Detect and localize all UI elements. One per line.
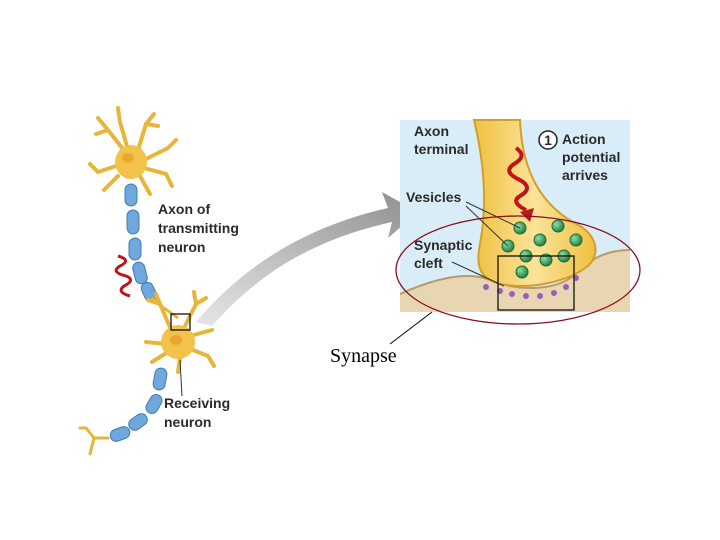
step-badge: 1 (538, 130, 558, 150)
synapse-highlight-box (170, 313, 191, 331)
action-potential-arrow (507, 146, 529, 212)
synaptic-cleft-label-2: cleft (414, 255, 443, 271)
action-potential-label-1: Action (562, 131, 606, 147)
action-potential-label-3: arrives (562, 167, 608, 183)
receiving-axon-ending (78, 426, 110, 456)
receiving-axon-myelin (109, 367, 168, 442)
axon-transmitting-label-1: Axon of (158, 201, 210, 217)
axon-terminal-label-1: Axon (414, 123, 449, 139)
action-potential-label-2: potential (562, 149, 620, 165)
nerve-impulse-squiggle (114, 254, 132, 298)
synapse-pointer-line (389, 311, 433, 345)
action-potential-arrowhead (520, 208, 534, 222)
receiving-nucleus (170, 335, 182, 345)
step-number: 1 (544, 132, 552, 148)
synaptic-cleft-label-1: Synaptic (414, 237, 473, 253)
receiving-neuron-label-2: neuron (164, 414, 211, 430)
vesicles-label: Vesicles (406, 189, 461, 205)
receiving-neuron-label-1: Receiving (164, 395, 230, 411)
synapse-label: Synapse (330, 345, 397, 367)
axon-transmitting-label-3: neuron (158, 239, 205, 255)
magnify-arrow (196, 192, 418, 326)
transmitting-neuron-dendrites (88, 106, 178, 196)
axon-terminal-label-2: terminal (414, 141, 468, 157)
postsynaptic-membrane (400, 250, 630, 312)
transmitting-neuron (88, 106, 179, 320)
axon-transmitting-label-2: transmitting (158, 220, 239, 236)
receiving-neuron (78, 290, 216, 456)
leader-lines (451, 201, 521, 287)
synapse-ellipse (395, 215, 641, 325)
transmitting-axon-myelin (124, 183, 158, 303)
transmitting-nucleus (122, 153, 134, 163)
receiving-neuron-leader (179, 359, 183, 397)
